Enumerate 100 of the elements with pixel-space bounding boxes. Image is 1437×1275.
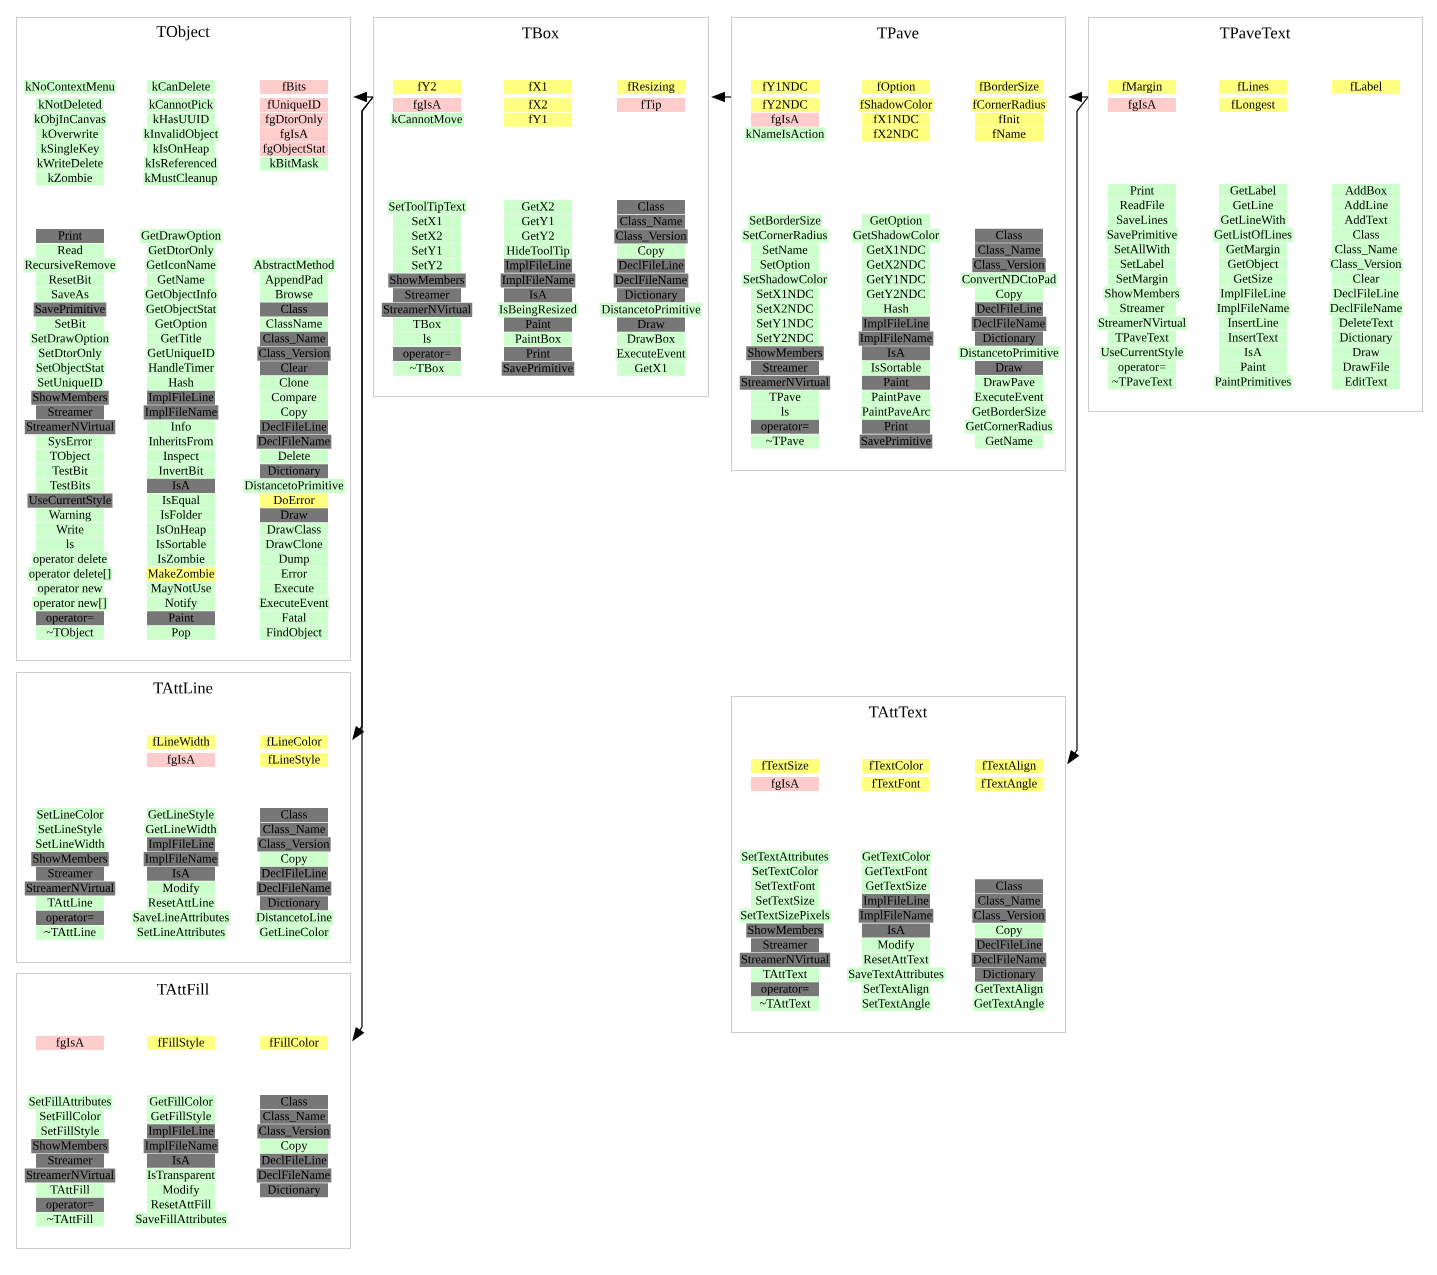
member-cell: kHasUUID bbox=[147, 112, 215, 127]
method-cell: operator= bbox=[393, 346, 461, 362]
method-cell: ImplFileLine bbox=[147, 837, 215, 852]
method-cell: IsBeingResized bbox=[497, 302, 579, 317]
node-label: SetY2 bbox=[412, 260, 442, 270]
node-label: DrawBox bbox=[627, 334, 675, 343]
method-cell: Notify bbox=[147, 596, 215, 611]
method-cell: Copy bbox=[260, 852, 328, 867]
method-cell: Copy bbox=[260, 405, 328, 420]
member-cell: kSingleKey bbox=[36, 142, 104, 157]
node-label: Copy bbox=[996, 289, 1023, 301]
method-cell: ClassName bbox=[260, 317, 328, 332]
member-cell: fLabel bbox=[1332, 79, 1400, 95]
member-cell: kObjInCanvas bbox=[33, 112, 107, 127]
member-cell: fFillStyle bbox=[147, 1035, 215, 1051]
node-label: SavePrimitive bbox=[1107, 230, 1177, 239]
node-label: Print bbox=[884, 421, 908, 431]
node-label: SetX1NDC bbox=[757, 289, 813, 299]
node-label: IsZombie bbox=[157, 554, 205, 563]
member-cell: fY2 bbox=[393, 79, 461, 95]
node-label: IsEqual bbox=[162, 495, 200, 507]
node-label: DrawClass bbox=[267, 524, 321, 534]
method-cell: ~TAttLine bbox=[36, 925, 104, 940]
method-cell: GetOption bbox=[862, 213, 930, 229]
node-label: fY1 bbox=[528, 114, 547, 124]
node-label: Streamer bbox=[48, 868, 93, 878]
method-cell: SetTextSize bbox=[751, 894, 819, 909]
method-cell: ImplFileName bbox=[1215, 301, 1291, 316]
node-label: GetX2 bbox=[521, 202, 554, 211]
node-label: GetName bbox=[157, 275, 205, 284]
method-cell: ReadFile bbox=[1108, 198, 1176, 213]
method-cell: IsA bbox=[147, 478, 215, 493]
method-cell: operator delete bbox=[31, 552, 109, 567]
node-label: ls bbox=[781, 406, 789, 416]
method-cell: GetIconName bbox=[145, 258, 217, 273]
method-cell: ShowMembers bbox=[31, 1139, 109, 1154]
method-cell: Class bbox=[1332, 228, 1400, 243]
method-cell: Modify bbox=[147, 881, 215, 896]
method-cell: SetFillStyle bbox=[36, 1124, 104, 1139]
method-cell: ShowMembers bbox=[388, 273, 466, 288]
node-label: GetName bbox=[985, 436, 1033, 446]
node-label: kSingleKey bbox=[40, 143, 100, 156]
method-cell: SetLineColor bbox=[35, 807, 105, 823]
method-cell: DistancetoLine bbox=[254, 910, 334, 925]
node-label: GetTextColor bbox=[862, 851, 930, 861]
method-cell: SetY2NDC bbox=[751, 331, 819, 346]
node-label: DeclFileLine bbox=[976, 304, 1042, 313]
node-label: Class bbox=[281, 1096, 307, 1106]
method-cell: IsSortable bbox=[147, 537, 215, 552]
method-cell: Class_Name bbox=[260, 1109, 328, 1124]
method-cell: GetTextColor bbox=[860, 849, 932, 865]
member-cell: fgIsA bbox=[1108, 97, 1176, 113]
method-cell: SetCornerRadius bbox=[741, 228, 829, 243]
node-label: Read bbox=[57, 245, 83, 255]
method-cell: ResetBit bbox=[36, 273, 104, 288]
node-label: AddLine bbox=[1344, 200, 1388, 210]
method-cell: DeclFileLine bbox=[975, 302, 1043, 317]
node-label: StreamerNVirtual bbox=[26, 421, 114, 431]
method-cell: ImplFileLine bbox=[147, 390, 215, 405]
node-label: SetTextFont bbox=[755, 881, 816, 890]
method-cell: SetOption bbox=[751, 258, 819, 273]
node-label: DeleteText bbox=[1339, 318, 1394, 327]
node-label: SaveAs bbox=[51, 289, 89, 299]
method-cell: Streamer bbox=[1108, 301, 1176, 316]
node-label: Execute bbox=[274, 584, 314, 593]
method-cell: ExecuteEvent bbox=[258, 596, 330, 611]
method-cell: GetFillStyle bbox=[147, 1109, 215, 1124]
method-cell: SetMargin bbox=[1108, 272, 1176, 287]
node-label: GetLine bbox=[1233, 200, 1273, 210]
method-cell: GetDtorOnly bbox=[147, 243, 215, 258]
node-label: fName bbox=[992, 129, 1026, 138]
method-cell: Class_Version bbox=[972, 258, 1046, 273]
method-cell: DrawClass bbox=[260, 522, 328, 538]
method-cell: TAttLine bbox=[36, 896, 104, 911]
node-label: SetMargin bbox=[1116, 274, 1168, 286]
node-label: AddText bbox=[1344, 215, 1388, 224]
node-label: DrawClone bbox=[265, 539, 323, 549]
method-cell: operator= bbox=[751, 982, 819, 997]
method-cell: SetX1 bbox=[393, 214, 461, 229]
node-label: operator= bbox=[1118, 363, 1166, 374]
method-cell: SetFillAttributes bbox=[27, 1094, 113, 1110]
member-cell: kCannotPick bbox=[147, 97, 215, 113]
method-cell: PaintBox bbox=[504, 332, 572, 347]
method-cell: Execute bbox=[260, 581, 328, 596]
node-label: GetY2 bbox=[521, 231, 554, 240]
node-label: IsSortable bbox=[156, 539, 206, 549]
node-label: Error bbox=[281, 569, 307, 578]
node-label: InsertText bbox=[1228, 333, 1278, 342]
node-label: ExecuteEvent bbox=[616, 349, 686, 358]
method-cell: TPaveText bbox=[1108, 330, 1176, 346]
node-label: Notify bbox=[165, 598, 198, 610]
method-cell: GetOption bbox=[147, 317, 215, 332]
method-cell: GetShadowColor bbox=[851, 228, 941, 243]
method-cell: SavePrimitive bbox=[33, 302, 107, 317]
member-cell: kCanDelete bbox=[147, 79, 215, 95]
node-label: GetLabel bbox=[1230, 185, 1276, 195]
method-cell: DistancetoPrimitive bbox=[958, 346, 1060, 361]
node-label: Streamer bbox=[48, 1155, 93, 1165]
node-label: GetX2NDC bbox=[866, 260, 925, 269]
method-cell: Warning bbox=[36, 508, 104, 523]
